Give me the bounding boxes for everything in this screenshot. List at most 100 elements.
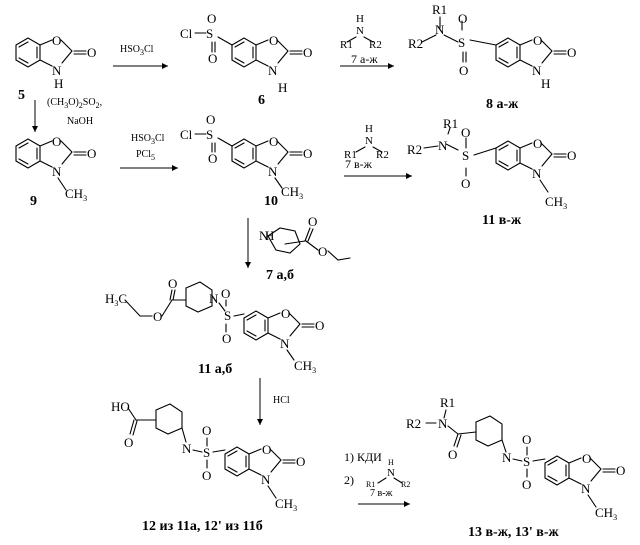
svg-text:O: O <box>448 447 457 462</box>
compound-6-label: 6 <box>258 93 265 108</box>
svg-text:S: S <box>206 127 213 142</box>
svg-text:O: O <box>522 477 531 492</box>
svg-text:O: O <box>124 435 133 450</box>
svg-text:O: O <box>318 244 327 259</box>
svg-text:N: N <box>532 63 542 78</box>
compound-10-label: 10 <box>264 194 278 209</box>
svg-text:O: O <box>522 432 531 447</box>
svg-text:H: H <box>278 80 287 95</box>
svg-text:N: N <box>52 164 62 179</box>
svg-text:O: O <box>533 33 542 48</box>
compound-7ab-label: 7 а,б <box>266 268 294 283</box>
svg-text:N: N <box>280 336 290 351</box>
svg-text:O: O <box>303 45 312 60</box>
svg-text:R1: R1 <box>340 39 353 51</box>
amine-7v-zh-structure: H N R1 R2 <box>344 123 389 161</box>
svg-text:R1: R1 <box>443 116 458 131</box>
svg-text:N: N <box>261 472 271 487</box>
svg-text:N: N <box>209 291 219 306</box>
svg-text:O: O <box>202 468 211 483</box>
svg-text:O: O <box>308 214 317 229</box>
reagent-dimethylsulfate: (CH3O)2SO2, <box>47 97 102 110</box>
svg-text:O: O <box>153 309 162 324</box>
svg-text:R2: R2 <box>401 480 410 489</box>
ring-oxygen: O <box>52 33 61 48</box>
compound-9-structure: O O N CH3 <box>15 134 96 203</box>
compound-8-structure: O O N H S O O N R1 R2 <box>408 2 576 91</box>
svg-text:R2: R2 <box>406 416 421 431</box>
svg-text:S: S <box>458 35 465 50</box>
svg-text:H: H <box>265 228 274 243</box>
svg-text:O: O <box>208 51 217 66</box>
svg-text:O: O <box>168 276 177 291</box>
svg-text:S: S <box>523 454 530 469</box>
svg-text:O: O <box>221 286 230 301</box>
svg-text:N: N <box>438 416 448 431</box>
piperidine-ester-7ab-structure: N H O O <box>259 214 351 261</box>
svg-text:O: O <box>303 146 312 161</box>
svg-text:O: O <box>461 176 470 191</box>
svg-text:H: H <box>365 123 373 135</box>
svg-text:CH3: CH3 <box>595 505 617 522</box>
svg-text:O: O <box>269 33 278 48</box>
svg-text:N: N <box>532 166 542 181</box>
ring-nitrogen: N <box>52 63 62 78</box>
amine-label-v-zh-2: 7 в-ж <box>370 488 393 499</box>
svg-text:O: O <box>616 463 625 478</box>
svg-text:O: O <box>281 306 290 321</box>
svg-text:R1: R1 <box>366 480 375 489</box>
svg-text:N: N <box>387 467 395 479</box>
svg-text:S: S <box>462 148 469 163</box>
svg-text:HO: HO <box>111 399 130 414</box>
reagent-naoh: NaOH <box>67 116 93 127</box>
compound-13-structure: R1 N R2 O N S O O O O N CH3 <box>406 395 625 522</box>
ethyl-h3c: H3C <box>105 291 127 308</box>
compound-11vz-label: 11 в-ж <box>482 213 522 228</box>
svg-text:O: O <box>87 146 96 161</box>
reagent-hso3cl-1: HSO3Cl <box>120 44 154 57</box>
compound-11vz-structure: S O O N R1 R2 O O N CH3 <box>407 116 576 211</box>
arrowhead-5-to-6 <box>162 63 168 69</box>
svg-text:H: H <box>356 13 364 25</box>
methyl-group: CH3 <box>65 186 87 203</box>
svg-text:R1: R1 <box>432 2 447 17</box>
compound-12-structure: HO O N S O O O O N CH3 <box>111 399 305 513</box>
compound-13-label: 13 в-ж, 13' в-ж <box>468 525 559 540</box>
svg-text:N: N <box>268 164 278 179</box>
compound-11ab-structure: H3C O O N S O O O O N CH3 <box>105 276 324 375</box>
svg-text:Cl: Cl <box>180 127 193 142</box>
svg-text:CH3: CH3 <box>275 496 297 513</box>
carbonyl-oxygen: O <box>87 45 96 60</box>
svg-text:O: O <box>459 63 468 78</box>
svg-text:R1: R1 <box>344 149 357 161</box>
reagent-cdi: 1) КДИ <box>344 450 382 464</box>
svg-text:O: O <box>582 451 591 466</box>
amine-label-a-zh: 7 а-ж <box>351 52 378 66</box>
svg-text:N: N <box>435 22 445 37</box>
svg-text:O: O <box>222 331 231 346</box>
svg-text:S: S <box>224 308 231 323</box>
reagent-hcl: HCl <box>273 395 290 406</box>
svg-text:O: O <box>458 11 467 26</box>
svg-text:N: N <box>365 135 373 147</box>
amine-7a-zh-structure: H N R1 R2 <box>340 13 382 51</box>
compound-5-structure: O O N H <box>15 33 96 91</box>
svg-text:H: H <box>388 458 394 467</box>
compound-6-structure: O O N H S Cl O O <box>180 11 312 95</box>
svg-text:N: N <box>356 25 364 37</box>
svg-text:N: N <box>268 63 278 78</box>
compound-11ab-label: 11 а,б <box>198 362 232 377</box>
svg-text:N: N <box>259 228 269 243</box>
svg-text:R2: R2 <box>369 39 382 51</box>
svg-text:O: O <box>208 151 217 166</box>
ring-hydrogen: H <box>54 76 63 91</box>
reagent-step2: 2) <box>344 473 354 487</box>
svg-text:CH3: CH3 <box>294 358 316 375</box>
svg-text:H: H <box>541 76 550 91</box>
compound-9-label: 9 <box>30 194 37 209</box>
svg-text:Cl: Cl <box>180 26 193 41</box>
svg-text:O: O <box>207 11 216 26</box>
svg-text:R2: R2 <box>407 142 422 157</box>
svg-text:N: N <box>438 138 448 153</box>
